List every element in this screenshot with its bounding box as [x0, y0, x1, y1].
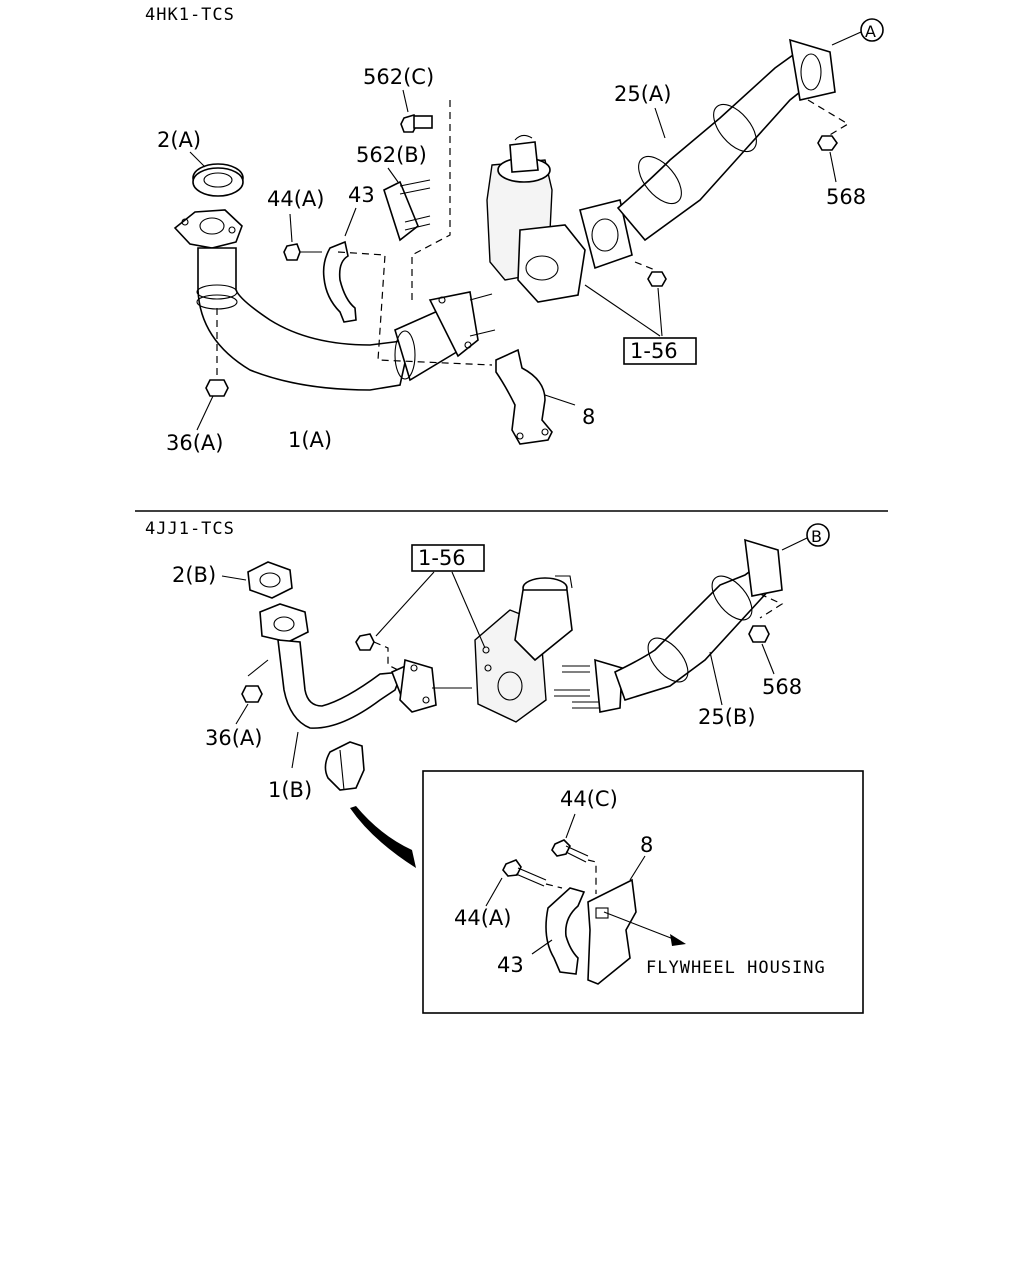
- callout-568-top: 568: [826, 185, 866, 209]
- detail-box: [422, 770, 864, 1014]
- clamp-43: [322, 240, 357, 323]
- callout-8-top: 8: [582, 405, 595, 429]
- turbo-component-bottom: [474, 575, 573, 723]
- flywheel-housing-note: FLYWHEEL HOUSING: [646, 958, 826, 978]
- nut-36a-bottom: [241, 685, 263, 703]
- bolt-44c: [551, 839, 589, 863]
- bolt-44a-detail: [502, 859, 547, 887]
- callout-8-detail: 8: [640, 833, 653, 857]
- gasket-2b: [247, 561, 293, 599]
- turbo-component-top: [486, 134, 586, 303]
- bracket-8: [495, 348, 553, 445]
- callout-43-detail: 43: [497, 953, 524, 977]
- callout-1a: 1(A): [288, 428, 332, 452]
- callout-44a-detail: 44(A): [454, 906, 511, 930]
- clamp-bottom: [324, 741, 365, 791]
- connector-b-circle: [806, 523, 830, 547]
- callout-25a: 25(A): [614, 82, 671, 106]
- callout-43: 43: [348, 183, 375, 207]
- callout-44a: 44(A): [267, 187, 324, 211]
- ref-box-bottom: [411, 544, 485, 572]
- bracket-8-detail: [587, 878, 637, 985]
- callout-25b: 25(B): [698, 705, 756, 729]
- ref-box-bottom-label: 1-56: [418, 546, 466, 570]
- bolt-bottom-small: [355, 633, 375, 651]
- ref-box-top-label: 1-56: [630, 339, 678, 363]
- clamp-43-detail: [545, 887, 586, 975]
- section-header-4hk1: 4HK1-TCS: [145, 5, 235, 25]
- section-header-4jj1: 4JJ1-TCS: [145, 519, 235, 539]
- ref-box-top: [623, 337, 697, 365]
- callout-2a: 2(A): [157, 128, 201, 152]
- callout-36a-top: 36(A): [166, 431, 223, 455]
- bolt-562c: [400, 114, 433, 133]
- detail-arrow: [350, 806, 416, 868]
- connector-b-label: B: [811, 527, 822, 546]
- callout-568-bottom: 568: [762, 675, 802, 699]
- front-exhaust-pipe-1a: [173, 209, 496, 391]
- callout-562c: 562(C): [363, 65, 434, 89]
- front-exhaust-pipe-1b: [259, 603, 437, 729]
- nut-568-bottom: [748, 625, 770, 643]
- nut-568-top: [817, 135, 838, 151]
- nut-36a: [205, 379, 229, 397]
- nut-top-small: [647, 271, 667, 287]
- bolt-44a: [283, 243, 322, 261]
- studs-bottom: [554, 658, 623, 713]
- callout-44c: 44(C): [560, 787, 618, 811]
- catalytic-pipe-25b: [614, 538, 783, 701]
- stud-bolt-562b: [383, 179, 431, 242]
- connector-a-label: A: [865, 22, 876, 41]
- catalytic-pipe-25a: [579, 38, 836, 270]
- callout-36a-bottom: 36(A): [205, 726, 262, 750]
- callout-1b: 1(B): [268, 778, 312, 802]
- callout-562b: 562(B): [356, 143, 427, 167]
- callout-2b: 2(B): [172, 563, 216, 587]
- connector-a-circle: [860, 18, 884, 42]
- flywheel-arrow: [670, 934, 686, 946]
- gasket-ring-2a: [192, 163, 244, 197]
